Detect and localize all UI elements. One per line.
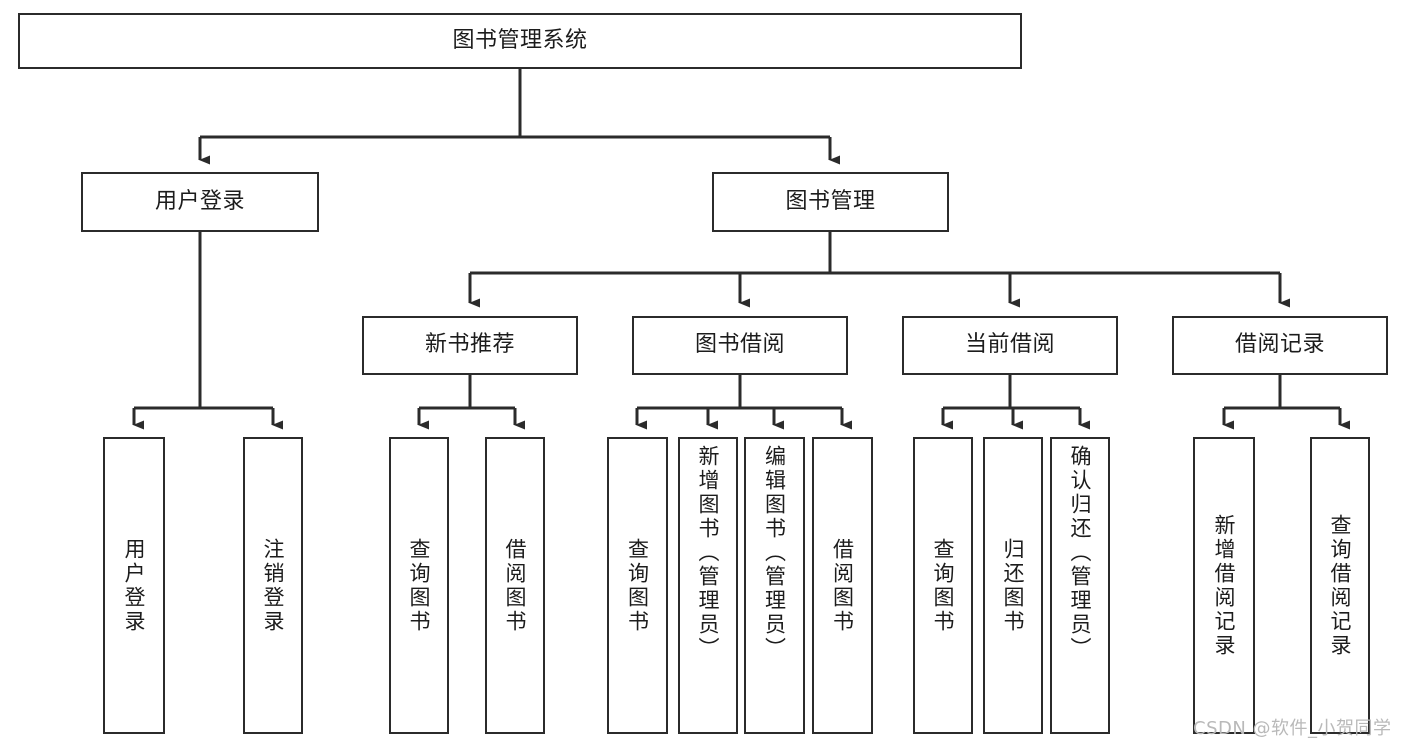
node-leaf-borrow-book-2-label: 借阅图书 <box>830 537 855 634</box>
node-leaf-add-borrow-record-label: 新增借阅记录 <box>1212 513 1237 658</box>
node-leaf-add-book-admin[interactable]: 新增图书（管理员） <box>678 437 738 734</box>
node-leaf-add-book-admin-label: 新增图书（管理员） <box>696 445 721 661</box>
node-leaf-return-book-label: 归还图书 <box>1001 537 1026 634</box>
node-leaf-confirm-return-label: 确认归还（管理员） <box>1068 445 1093 661</box>
node-user-login[interactable]: 用户登录 <box>81 172 319 232</box>
node-leaf-query-book-1-label: 查询图书 <box>407 537 432 634</box>
node-leaf-user-login[interactable]: 用户登录 <box>103 437 165 734</box>
node-leaf-query-book-3-label: 查询图书 <box>931 537 956 634</box>
node-leaf-confirm-return[interactable]: 确认归还（管理员） <box>1050 437 1110 734</box>
node-leaf-user-logout[interactable]: 注销登录 <box>243 437 303 734</box>
node-user-login-label: 用户登录 <box>154 188 245 214</box>
node-current-borrow[interactable]: 当前借阅 <box>902 316 1118 375</box>
node-leaf-add-borrow-record[interactable]: 新增借阅记录 <box>1193 437 1255 734</box>
node-leaf-query-book-3[interactable]: 查询图书 <box>913 437 973 734</box>
node-leaf-query-borrow-record-label: 查询借阅记录 <box>1328 513 1353 658</box>
node-leaf-query-book-2[interactable]: 查询图书 <box>607 437 668 734</box>
node-leaf-borrow-book-2[interactable]: 借阅图书 <box>812 437 873 734</box>
csdn-watermark: CSDN @软件_小贺同学 <box>1193 718 1392 739</box>
node-root-label: 图书管理系统 <box>452 27 588 53</box>
node-leaf-return-book[interactable]: 归还图书 <box>983 437 1043 734</box>
node-new-book-recommend-label: 新书推荐 <box>424 332 515 358</box>
node-leaf-query-book-1[interactable]: 查询图书 <box>389 437 449 734</box>
node-borrow-record[interactable]: 借阅记录 <box>1172 316 1388 375</box>
node-book-manage[interactable]: 图书管理 <box>712 172 949 232</box>
node-current-borrow-label: 当前借阅 <box>964 332 1055 358</box>
node-book-borrow-label: 图书借阅 <box>694 332 785 358</box>
node-leaf-edit-book-admin[interactable]: 编辑图书（管理员） <box>744 437 805 734</box>
node-leaf-borrow-book-1[interactable]: 借阅图书 <box>485 437 545 734</box>
node-book-manage-label: 图书管理 <box>785 188 876 214</box>
node-leaf-user-login-label: 用户登录 <box>122 537 147 634</box>
node-leaf-borrow-book-1-label: 借阅图书 <box>503 537 528 634</box>
node-leaf-query-borrow-record[interactable]: 查询借阅记录 <box>1310 437 1370 734</box>
node-leaf-edit-book-admin-label: 编辑图书（管理员） <box>762 445 787 661</box>
node-leaf-query-book-2-label: 查询图书 <box>625 537 650 634</box>
node-new-book-recommend[interactable]: 新书推荐 <box>362 316 578 375</box>
node-leaf-user-logout-label: 注销登录 <box>261 537 286 634</box>
node-root[interactable]: 图书管理系统 <box>18 13 1022 69</box>
node-book-borrow[interactable]: 图书借阅 <box>632 316 848 375</box>
node-borrow-record-label: 借阅记录 <box>1234 332 1325 358</box>
